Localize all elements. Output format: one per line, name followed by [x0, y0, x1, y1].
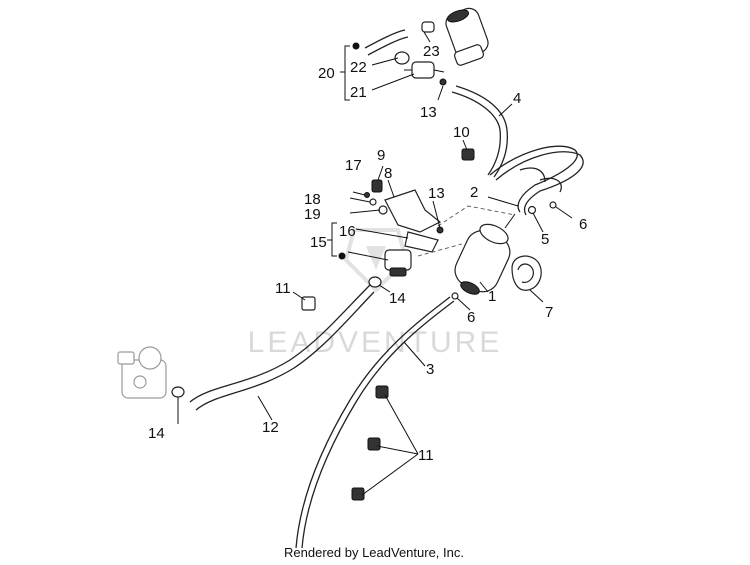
hose-22-outer	[367, 36, 409, 56]
callout-12: 12	[262, 419, 279, 436]
callout-8: 8	[384, 165, 392, 182]
callout-18: 18	[304, 191, 321, 208]
hose-12-outer	[195, 291, 375, 411]
carbon-canister-1[interactable]	[450, 213, 516, 297]
callout-2: 2	[470, 184, 478, 201]
clip-10[interactable]	[461, 148, 475, 161]
callout-14-mid: 14	[389, 290, 406, 307]
hose-2[interactable]	[489, 145, 578, 213]
callout-22: 22	[350, 59, 367, 76]
callout-13-top: 13	[420, 104, 437, 121]
callout-21: 21	[350, 84, 367, 101]
callout-11-left: 11	[275, 280, 291, 297]
assembly-lines	[417, 205, 516, 257]
callout-1: 1	[488, 288, 496, 305]
callout-17: 17	[345, 157, 362, 174]
callout-5: 5	[541, 231, 549, 248]
purge-valve-15[interactable]	[384, 249, 412, 277]
callout-19: 19	[304, 206, 321, 223]
group-bracket-20	[340, 42, 360, 101]
solenoid-valve-16[interactable]	[404, 231, 439, 253]
hose-12[interactable]	[189, 284, 371, 403]
clamp-6-right[interactable]	[549, 201, 557, 209]
clamp-5[interactable]	[527, 205, 537, 215]
callout-9: 9	[377, 147, 385, 164]
watermark-text: LEADVENTURE	[248, 326, 503, 359]
hose-4[interactable]	[451, 91, 501, 176]
hose-3-outer	[301, 300, 455, 549]
callout-11-group: 11	[418, 447, 434, 464]
washer-18[interactable]	[369, 198, 377, 206]
clamp-6-lower[interactable]	[451, 292, 459, 300]
clip-11-c[interactable]	[351, 487, 365, 501]
bracket-8[interactable]	[384, 189, 442, 233]
callout-6-right: 6	[579, 216, 587, 233]
callout-3: 3	[426, 361, 434, 378]
callout-16: 16	[339, 223, 356, 240]
leader-lines	[177, 31, 573, 496]
check-valve-21[interactable]	[404, 61, 445, 79]
callout-6-lower: 6	[467, 309, 475, 326]
clip-11-left[interactable]	[301, 296, 316, 311]
hose-2-outer	[495, 151, 584, 216]
callout-13-mid: 13	[428, 185, 445, 202]
callout-4: 4	[513, 90, 521, 107]
callout-labels: 23 22 20 21 13 4 10 9 17 8 2 13 18 19 6 …	[148, 43, 587, 464]
clamp-23[interactable]	[421, 21, 435, 33]
clamp-14-left[interactable]	[171, 386, 185, 398]
hose-4-outer	[455, 85, 508, 178]
elbow-22[interactable]	[394, 51, 410, 65]
callout-14-left: 14	[148, 425, 165, 442]
callout-10: 10	[453, 124, 470, 141]
clamp-13-top[interactable]	[439, 78, 447, 86]
callout-15: 15	[310, 234, 327, 251]
strap-7[interactable]	[511, 255, 542, 291]
filler-neck-assembly[interactable]	[443, 6, 491, 67]
hose-3[interactable]	[295, 296, 451, 549]
grommet-9[interactable]	[371, 179, 383, 193]
group-bracket-15	[327, 222, 346, 260]
callout-20: 20	[318, 65, 335, 82]
clamp-14-mid[interactable]	[368, 276, 382, 288]
callout-7: 7	[545, 304, 553, 321]
clip-11-b[interactable]	[367, 437, 381, 451]
callout-23: 23	[423, 43, 440, 60]
screw-17[interactable]	[352, 191, 370, 198]
hose-vent	[539, 177, 562, 193]
credit-text: Rendered by LeadVenture, Inc.	[284, 545, 464, 560]
hose-22[interactable]	[364, 29, 406, 49]
nut-19[interactable]	[378, 205, 388, 215]
throttle-body	[117, 346, 167, 399]
